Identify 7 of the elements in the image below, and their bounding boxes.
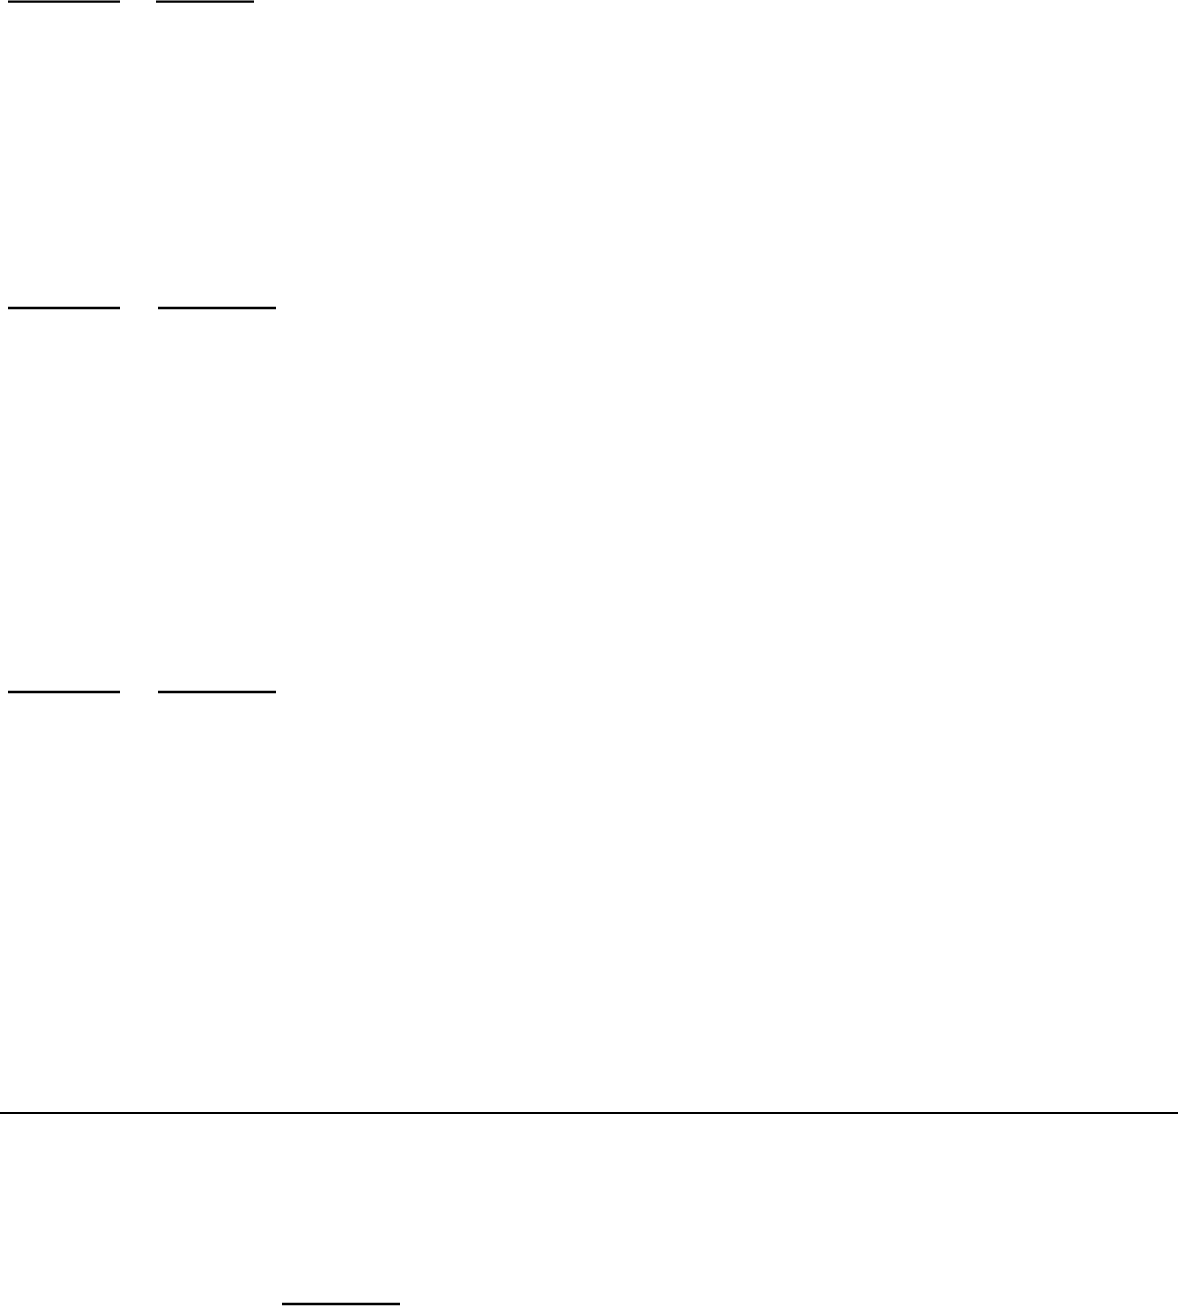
fill-in-line [158, 690, 276, 694]
fill-in-line [158, 306, 276, 310]
fill-in-line [8, 690, 120, 694]
fill-in-line [8, 0, 120, 3]
fill-in-line [8, 306, 120, 310]
fill-in-line [282, 1302, 400, 1306]
fill-in-line [156, 0, 254, 3]
